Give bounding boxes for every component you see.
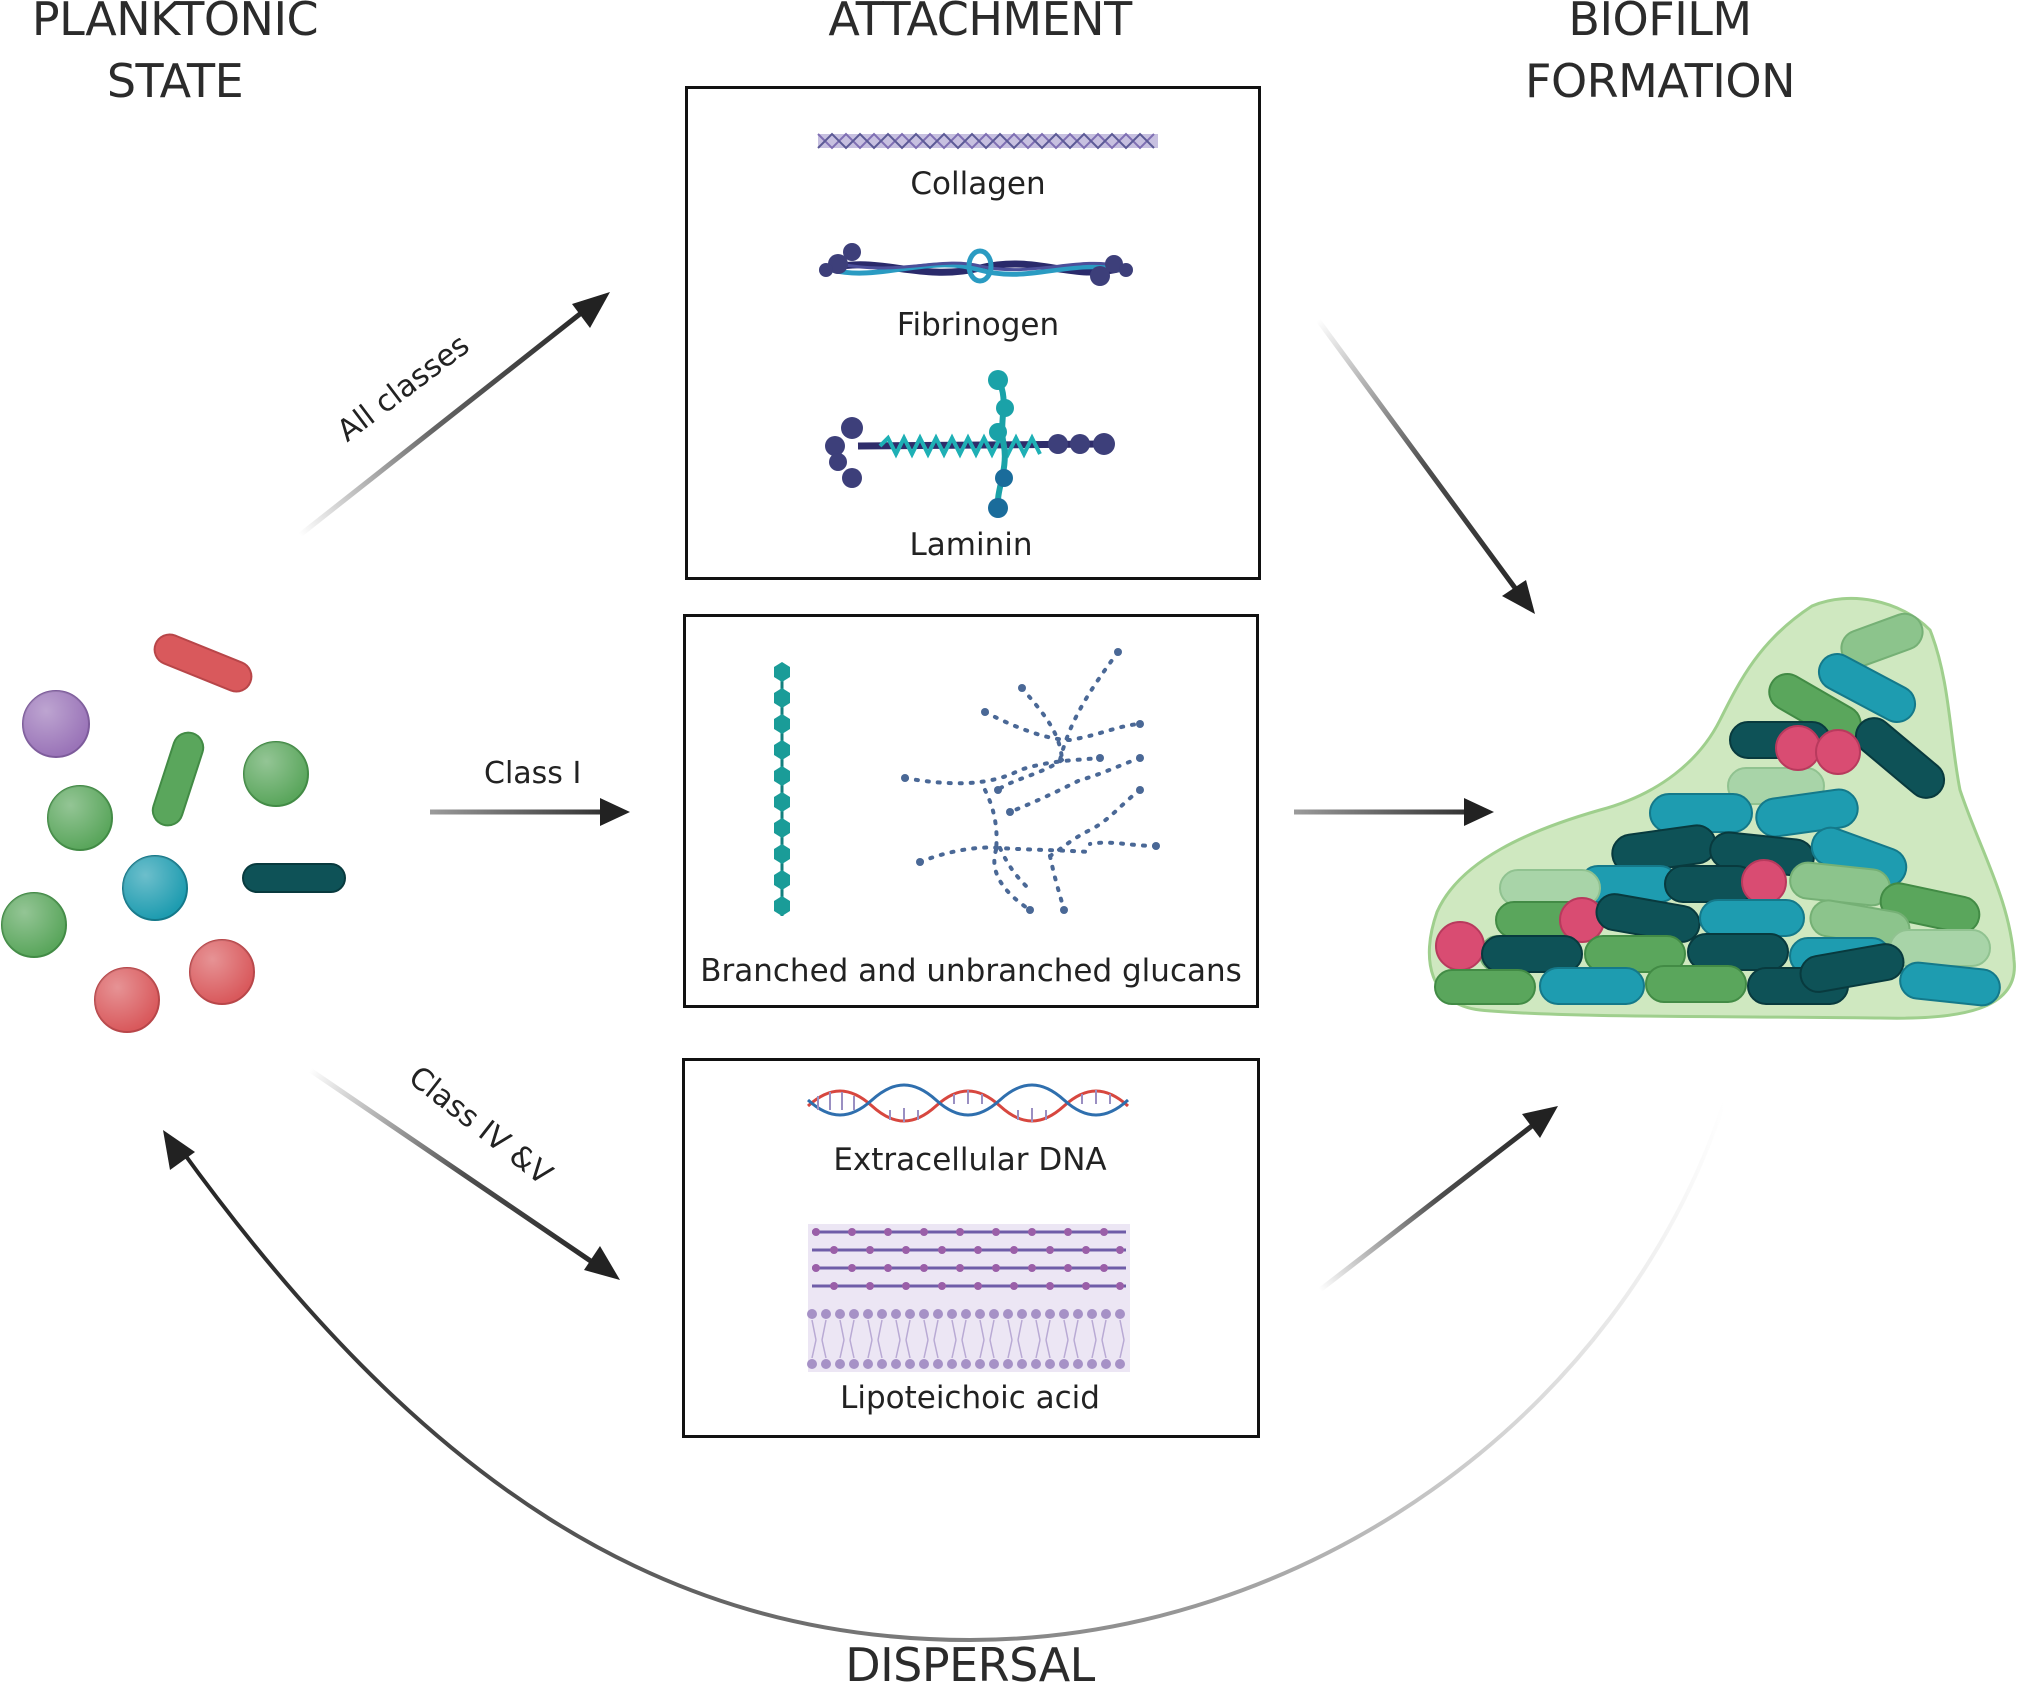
bacterium-sphere-green-left bbox=[47, 785, 113, 851]
label-fibrinogen: Fibrinogen bbox=[896, 307, 1060, 343]
heading-biofilm-line2: FORMATION bbox=[1525, 54, 1796, 108]
lta-bilayer-tails bbox=[811, 1319, 1125, 1359]
glucan-branched-network bbox=[903, 650, 1158, 912]
bacterium-sphere-purple bbox=[22, 690, 90, 758]
heading-biofilm-line1: BIOFILM bbox=[1568, 0, 1752, 46]
arrow-dispersal bbox=[163, 1099, 1727, 1643]
bacterium-sphere-red-left bbox=[94, 967, 160, 1033]
label-glucans: Branched and unbranched glucans bbox=[700, 953, 1242, 989]
label-lipoteichoic-acid: Lipoteichoic acid bbox=[840, 1380, 1100, 1416]
arrow-glucans-to-biofilm bbox=[1294, 798, 1494, 826]
label-laminin: Laminin bbox=[909, 527, 1033, 563]
label-class-i: Class I bbox=[484, 756, 582, 791]
extracellular-dna-helix bbox=[806, 1083, 1130, 1123]
label-extracellular-dna: Extracellular DNA bbox=[833, 1142, 1107, 1178]
panel-host-proteins bbox=[685, 86, 1261, 580]
heading-planktonic-line1: PLANKTONIC bbox=[31, 0, 319, 46]
arrow-class-i bbox=[430, 798, 630, 826]
collagen-fiber bbox=[817, 132, 1158, 150]
lta-units bbox=[812, 1228, 1124, 1290]
biofilm-mass bbox=[1427, 596, 2016, 1020]
lipoteichoic-acid-membrane bbox=[807, 1224, 1130, 1372]
laminin-molecule bbox=[825, 370, 1115, 518]
bacterium-sphere-red-right bbox=[189, 939, 255, 1005]
planktonic-bacteria bbox=[1, 633, 346, 1033]
arrow-class-iv-v bbox=[308, 1067, 620, 1280]
label-collagen: Collagen bbox=[910, 166, 1046, 202]
lta-chains bbox=[812, 1230, 1126, 1288]
heading-dispersal: DISPERSAL bbox=[845, 1638, 1095, 1692]
bacterium-sphere-green-right bbox=[243, 741, 309, 807]
heading-planktonic-state: PLANKTONIC STATE bbox=[20, 0, 330, 112]
arrow-proteins-to-biofilm bbox=[1315, 318, 1535, 614]
lta-bilayer-heads bbox=[807, 1309, 1125, 1369]
glucan-branched-nodes bbox=[901, 648, 1160, 914]
bacterium-sphere-teal bbox=[122, 855, 188, 921]
bacterium-sphere-green-bottom bbox=[1, 892, 67, 958]
heading-planktonic-line2: STATE bbox=[106, 54, 244, 108]
panel-glucans bbox=[683, 614, 1259, 1008]
glucan-unbranched-chain bbox=[774, 662, 790, 916]
bacterium-rod-dark-teal bbox=[242, 863, 346, 893]
arrow-edna-to-biofilm bbox=[1318, 1106, 1558, 1292]
heading-attachment: ATTACHMENT bbox=[828, 0, 1132, 46]
fibrinogen-molecule bbox=[819, 243, 1133, 286]
arrow-all-classes bbox=[298, 292, 610, 537]
bacterium-rod-red bbox=[153, 633, 253, 693]
bacterium-rod-green bbox=[151, 731, 205, 827]
heading-biofilm-formation: BIOFILM FORMATION bbox=[1500, 0, 1820, 112]
